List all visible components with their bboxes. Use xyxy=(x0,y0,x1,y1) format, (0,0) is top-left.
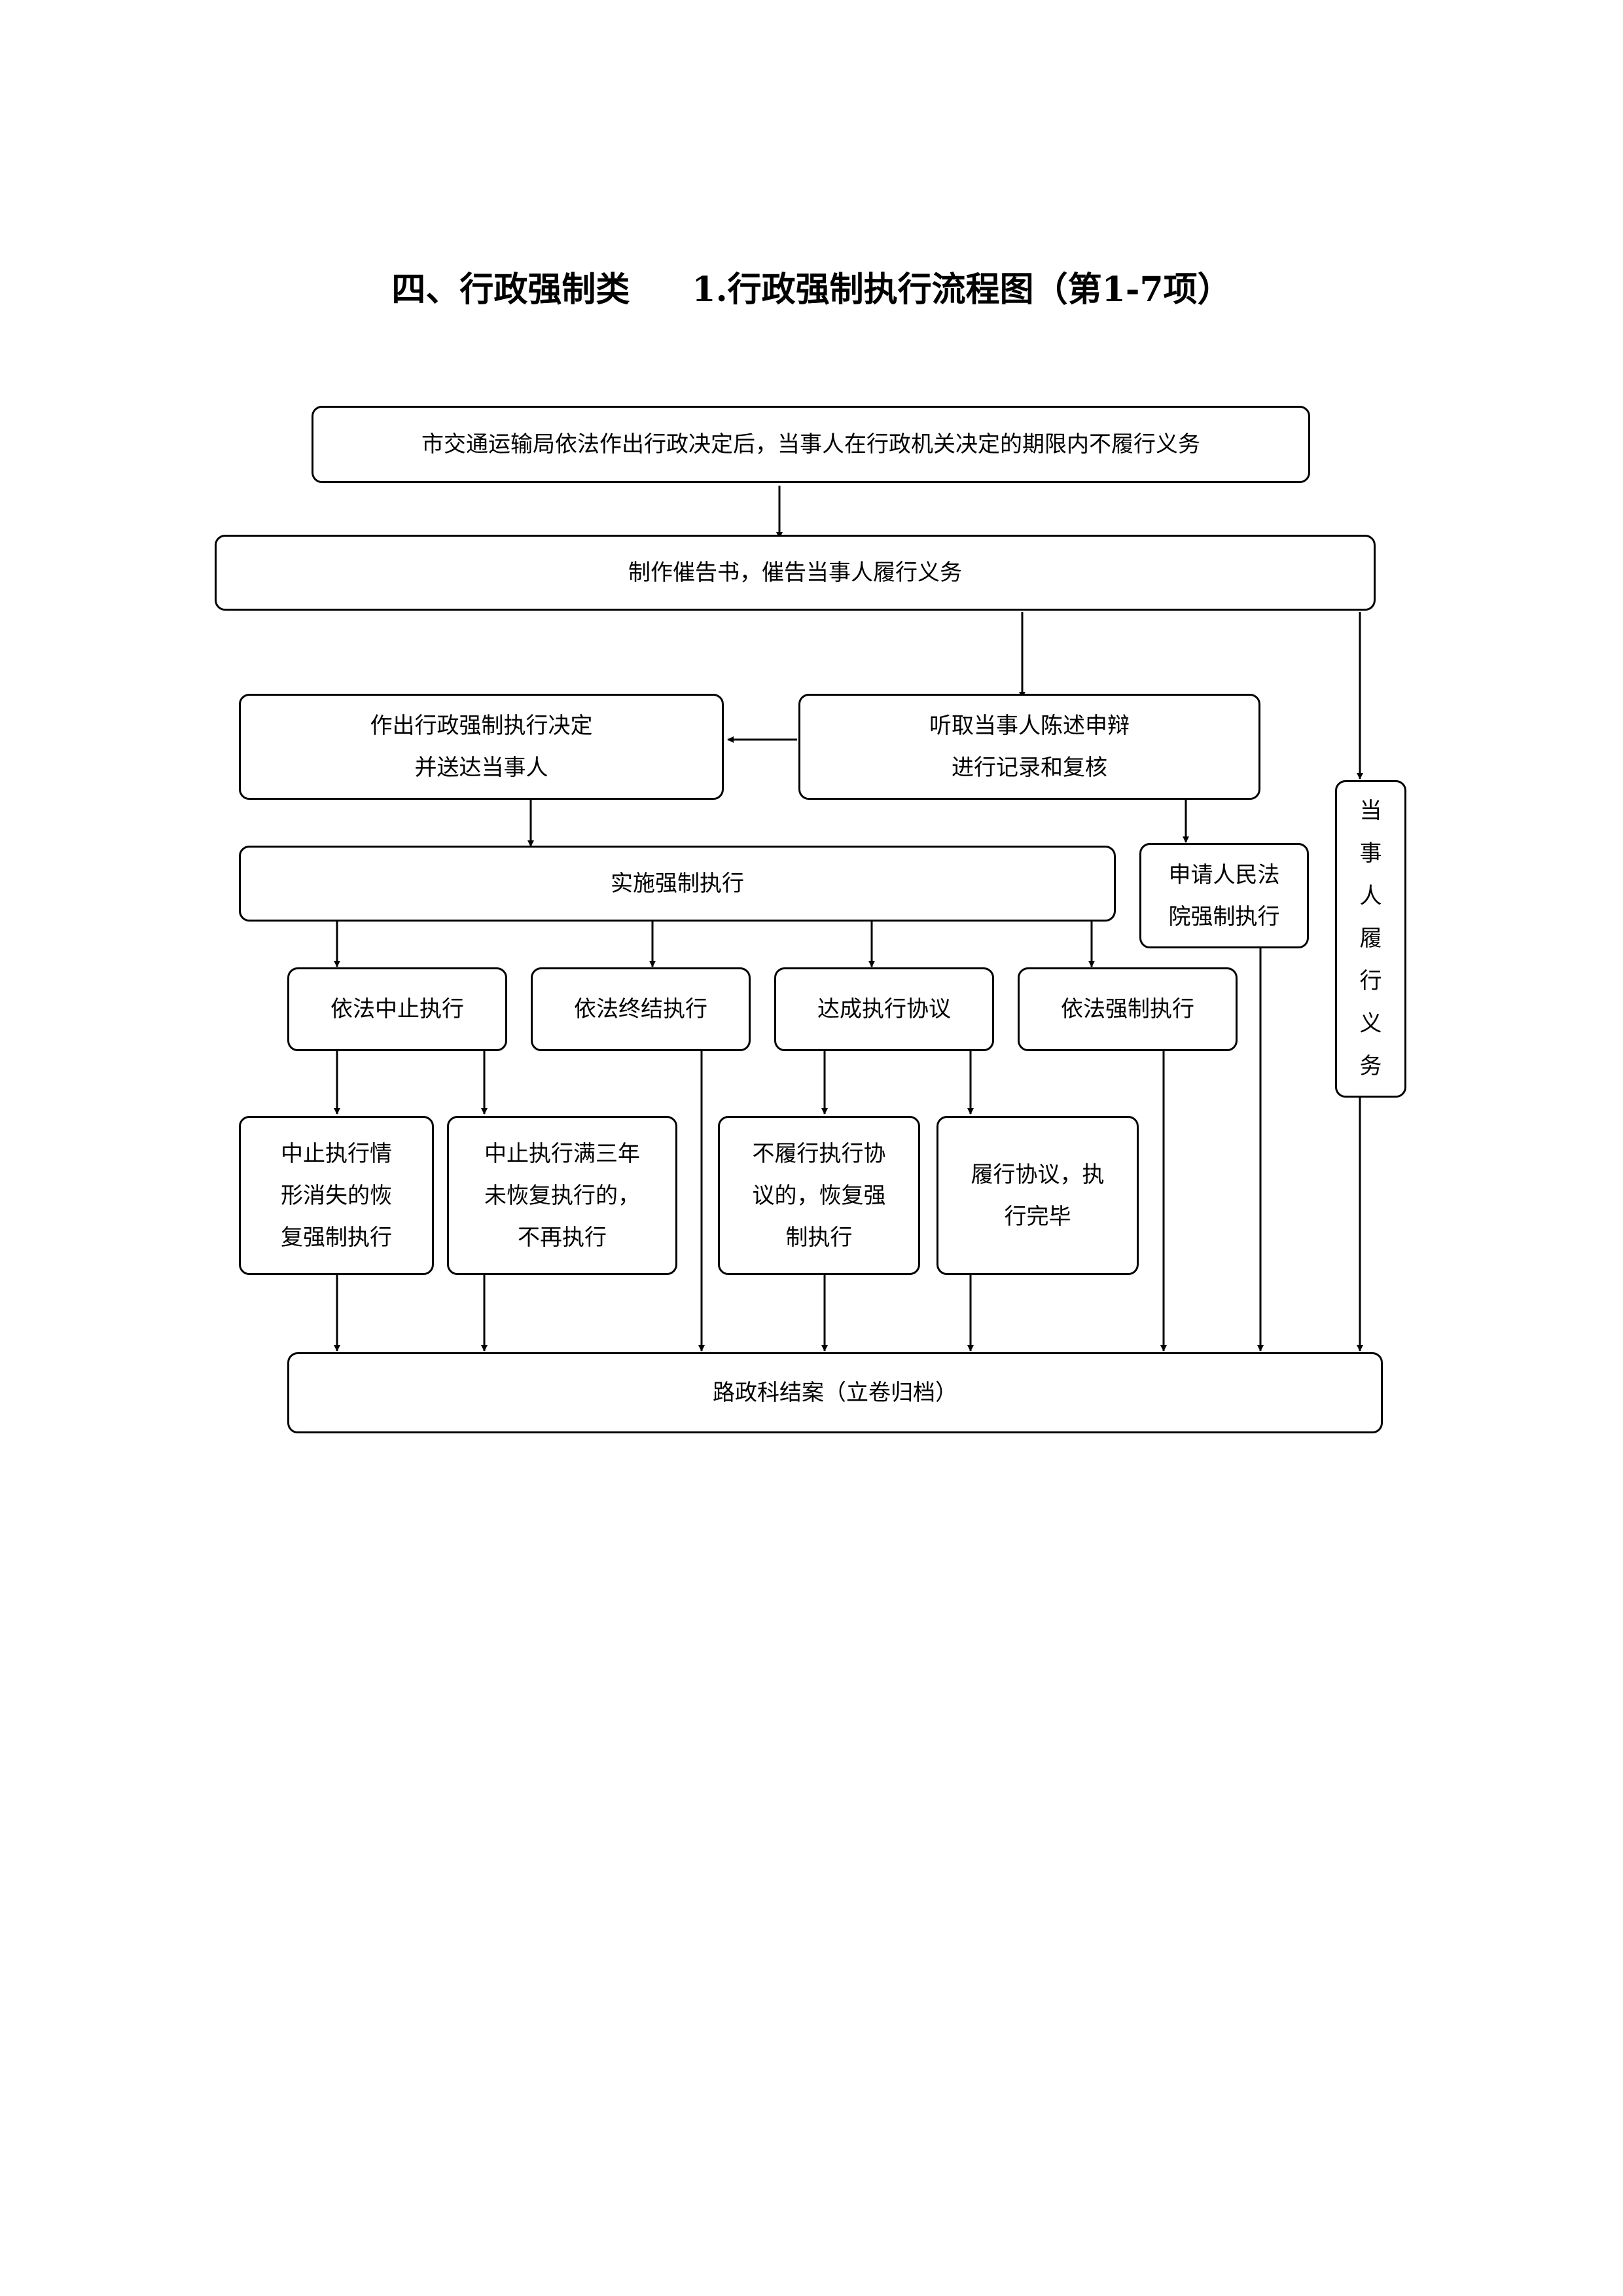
node-notice: 制作催告书，催告当事人履行义务 xyxy=(215,535,1376,611)
node-fulfill: 当 事 人 履 行 义 务 xyxy=(1335,780,1406,1098)
node-suspend: 依法中止执行 xyxy=(287,967,507,1051)
fulfill-char-3: 人 xyxy=(1359,883,1382,909)
node-resume-after-suspend: 中止执行情 形消失的恢 复强制执行 xyxy=(239,1116,434,1275)
node-start: 市交通运输局依法作出行政决定后，当事人在行政机关决定的期限内不履行义务 xyxy=(312,406,1310,483)
fulfill-char-1: 当 xyxy=(1359,798,1382,824)
node-implement: 实施强制执行 xyxy=(239,846,1116,922)
node-resume-breach: 不履行执行协 议的，恢复强 制执行 xyxy=(718,1116,920,1275)
fulfill-char-5: 行 xyxy=(1359,968,1382,994)
fulfill-char-6: 义 xyxy=(1359,1011,1382,1037)
page-title: 四、行政强制类 1.行政强制执行流程图（第1-7项） xyxy=(0,267,1623,313)
title-flowchart-name: 1.行政强制执行流程图（第1-7项） xyxy=(692,270,1232,310)
node-terminate: 依法终结执行 xyxy=(531,967,751,1051)
title-category: 四、行政强制类 xyxy=(391,270,630,310)
node-court: 申请人民法 院强制执行 xyxy=(1139,843,1309,948)
node-no-resume-3y: 中止执行满三年 未恢复执行的， 不再执行 xyxy=(447,1116,677,1275)
fulfill-char-4: 履 xyxy=(1359,925,1382,952)
fulfill-char-2: 事 xyxy=(1359,840,1382,867)
node-decide: 作出行政强制执行决定 并送达当事人 xyxy=(239,694,724,800)
node-agreement-done: 履行协议，执 行完毕 xyxy=(936,1116,1139,1275)
node-close-case: 路政科结案（立卷归档） xyxy=(287,1352,1383,1433)
node-enforce: 依法强制执行 xyxy=(1018,967,1238,1051)
node-agreement: 达成执行协议 xyxy=(774,967,994,1051)
fulfill-char-7: 务 xyxy=(1359,1053,1382,1079)
node-hear: 听取当事人陈述申辩 进行记录和复核 xyxy=(798,694,1260,800)
